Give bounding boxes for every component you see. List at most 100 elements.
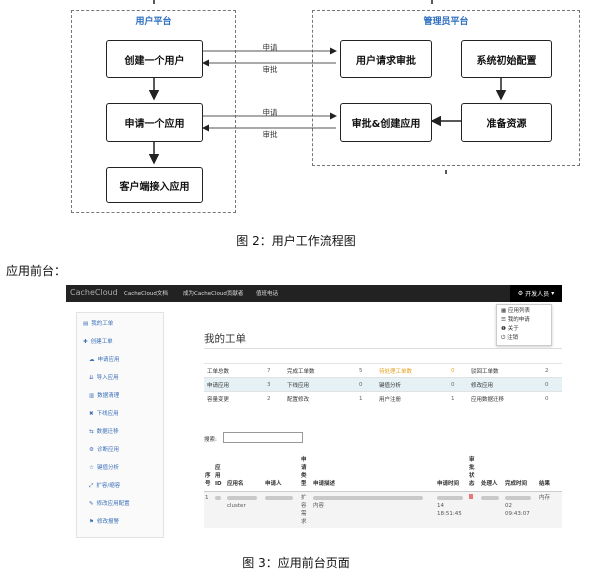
col-header[interactable]: 申请类型 — [300, 455, 312, 492]
cell-desc: 内容 — [312, 491, 436, 528]
col-header[interactable]: 应用ID — [214, 455, 226, 492]
stat-label[interactable]: 键值分析 — [376, 377, 448, 392]
info-icon: ❶ — [501, 326, 508, 332]
col-header[interactable]: 申请人 — [264, 455, 300, 492]
sidebar-item-key-analysis[interactable]: ☆键值分析 — [89, 465, 119, 471]
sidebar-item-import-app[interactable]: ⇊导入应用 — [89, 375, 119, 381]
user-platform-title: 用户平台 — [135, 17, 172, 27]
stats-row: 申请应用 3 下线应用 0 键值分析 0 修改应用 0 — [204, 377, 562, 392]
stat-value: 0 — [542, 391, 562, 406]
node-system-init: 系统初始配置 — [461, 40, 552, 78]
stat-label[interactable]: 用户注册 — [376, 391, 448, 406]
col-header[interactable]: 申请时间 — [436, 455, 468, 492]
cell-no: 1 — [204, 491, 214, 528]
col-header[interactable]: 结果 — [538, 455, 562, 492]
col-header[interactable]: 序号 — [204, 455, 214, 492]
migrate-icon: ⇆ — [89, 429, 94, 435]
stat-label[interactable]: 配置修改 — [284, 391, 356, 406]
stat-value: 1 — [356, 391, 376, 406]
cell-handler — [480, 491, 504, 528]
sidebar-item-modify-alert[interactable]: ⚑修改报警 — [89, 519, 119, 525]
col-header[interactable]: 处理人 — [480, 455, 504, 492]
orders-table: 序号 应用ID 应用名 申请人 申请类型 申请描述 申请时间 审批状态 处理人 … — [204, 455, 562, 528]
stat-value: 7 — [264, 363, 284, 378]
stats-row: 工单总数 7 完成工单数 5 待处理工单数 0 驳回工单数 2 — [204, 363, 562, 378]
stat-value: 2 — [264, 391, 284, 406]
section-title: 应用前台： — [6, 264, 67, 278]
node-create-user: 创建一个用户 — [106, 40, 203, 78]
config-icon: ✎ — [89, 501, 94, 507]
col-header[interactable]: 完成时间 — [504, 455, 538, 492]
cell-type: 扩容需求 — [300, 491, 312, 528]
list-icon: ▦ — [501, 308, 508, 314]
clean-icon: ▥ — [89, 393, 95, 399]
sidebar: ▤我的工单 ✚创建工单 ☁申请应用 ⇊导入应用 ▥数据清理 ✖下线应用 ⇆数据迁… — [76, 312, 164, 538]
node-approve-create-app: 审批&创建应用 — [340, 103, 432, 142]
stat-label[interactable]: 工单总数 — [204, 363, 264, 378]
sidebar-item-data-migrate[interactable]: ⇆数据迁移 — [89, 429, 119, 435]
admin-platform-title: 管理员平台 — [423, 17, 469, 27]
stat-label[interactable]: 应用数据迁移 — [468, 391, 542, 406]
dropdown-item-my-requests[interactable]: ☰ 我的申请 — [501, 317, 530, 323]
node-client-access: 客户端接入应用 — [106, 167, 203, 203]
cell-result: 内存 — [538, 491, 562, 528]
sidebar-item-data-clean[interactable]: ▥数据清理 — [89, 393, 120, 399]
edge-label-approve-top: 审批 — [262, 65, 278, 74]
title-divider — [204, 348, 562, 349]
dev-menu-button[interactable]: ⚙ 开发人员 ▾ — [510, 285, 562, 302]
col-header[interactable]: 审批状态 — [468, 455, 480, 492]
sidebar-item-modify-config[interactable]: ✎修改应用配置 — [89, 501, 130, 507]
stat-label[interactable]: 驳回工单数 — [468, 363, 542, 378]
list-icon: ▤ — [83, 321, 89, 327]
stat-value: 5 — [356, 363, 376, 378]
flow-arrows — [148, 0, 507, 174]
stat-label[interactable]: 容量变更 — [204, 391, 264, 406]
edge-label-request-bottom: 申请 — [262, 108, 278, 117]
orders-header-row: 序号 应用ID 应用名 申请人 申请类型 申请描述 申请时间 审批状态 处理人 … — [204, 455, 562, 492]
nav-link-docs[interactable]: CacheCloud文档 — [124, 291, 168, 297]
doc-icon: ☰ — [501, 317, 508, 323]
stat-label[interactable]: 完成工单数 — [284, 363, 356, 378]
nav-link-contributor[interactable]: 成为CacheCloud贡献者 — [183, 291, 244, 297]
admin-platform-zone — [312, 10, 580, 166]
cell-applicant — [264, 491, 300, 528]
stat-label[interactable]: 申请应用 — [204, 377, 264, 392]
status-badge — [469, 494, 473, 499]
top-navbar: CacheCloud CacheCloud文档 成为CacheCloud贡献者 … — [66, 285, 562, 302]
sidebar-item-offline-app[interactable]: ✖下线应用 — [89, 411, 119, 417]
search-label: 搜索: — [204, 437, 217, 443]
search-input[interactable] — [223, 432, 303, 443]
stat-label[interactable]: 修改应用 — [468, 377, 542, 392]
sidebar-item-my-orders[interactable]: ▤我的工单 — [83, 321, 114, 327]
stat-label-pending[interactable]: 待处理工单数 — [376, 363, 448, 378]
brand-logo[interactable]: CacheCloud — [70, 288, 118, 297]
figure3-caption: 图 3：应用前台页面 — [242, 556, 350, 570]
dropdown-item-logout[interactable]: ⏻ 注销 — [501, 335, 519, 341]
nav-link-phone[interactable]: 值班电话 — [256, 291, 279, 297]
stat-value: 0 — [356, 377, 376, 392]
plus-icon: ✚ — [83, 339, 88, 345]
stat-value: 0 — [542, 377, 562, 392]
alert-icon: ⚑ — [89, 519, 94, 525]
sidebar-item-create-order[interactable]: ✚创建工单 — [83, 339, 113, 345]
diagnose-icon: ⚙ — [89, 447, 94, 453]
import-icon: ⇊ — [89, 375, 94, 381]
cell-app-name: cluster — [226, 491, 264, 528]
stat-value: 0 — [448, 377, 468, 392]
page-title: 我的工单 — [204, 333, 246, 345]
dropdown-item-about[interactable]: ❶ 关于 — [501, 326, 519, 332]
dropdown-item-app-list[interactable]: ▦ 应用列表 — [501, 308, 530, 314]
dev-dropdown-menu: ▦ 应用列表 ☰ 我的申请 ❶ 关于 ⏻ 注销 — [496, 304, 552, 346]
sidebar-item-scale[interactable]: ⤢扩容/缩容 — [89, 483, 121, 489]
sidebar-item-diagnose-app[interactable]: ⚙诊断应用 — [89, 447, 119, 453]
stat-label[interactable]: 下线应用 — [284, 377, 356, 392]
node-prepare-resources: 准备资源 — [461, 103, 552, 142]
stat-value: 1 — [448, 391, 468, 406]
col-header[interactable]: 应用名 — [226, 455, 264, 492]
col-header[interactable]: 申请描述 — [312, 455, 436, 492]
sidebar-item-apply-app[interactable]: ☁申请应用 — [89, 357, 120, 363]
stat-value-pending: 0 — [448, 363, 468, 378]
